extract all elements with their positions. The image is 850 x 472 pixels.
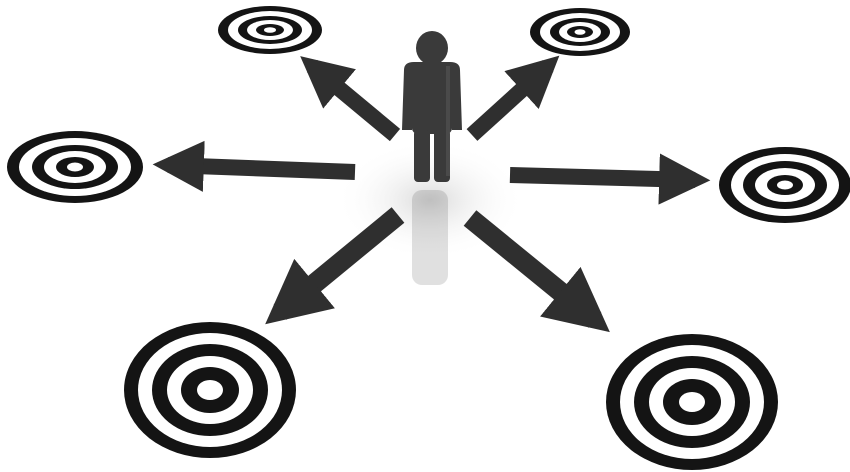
target-bottom-left xyxy=(124,322,296,458)
arrow-right xyxy=(510,175,695,180)
arrow-top-right xyxy=(472,66,548,135)
figure-reflection xyxy=(412,190,448,285)
target-top-left xyxy=(218,6,322,54)
arrow-left xyxy=(168,165,355,172)
target-top-right xyxy=(530,8,630,56)
target-left xyxy=(7,131,143,203)
target-bottom-right xyxy=(606,334,778,470)
target-right xyxy=(719,147,850,223)
arrow-bottom-right xyxy=(470,218,595,320)
arrow-top-left xyxy=(312,66,395,135)
arrow-bottom-left xyxy=(280,215,398,312)
